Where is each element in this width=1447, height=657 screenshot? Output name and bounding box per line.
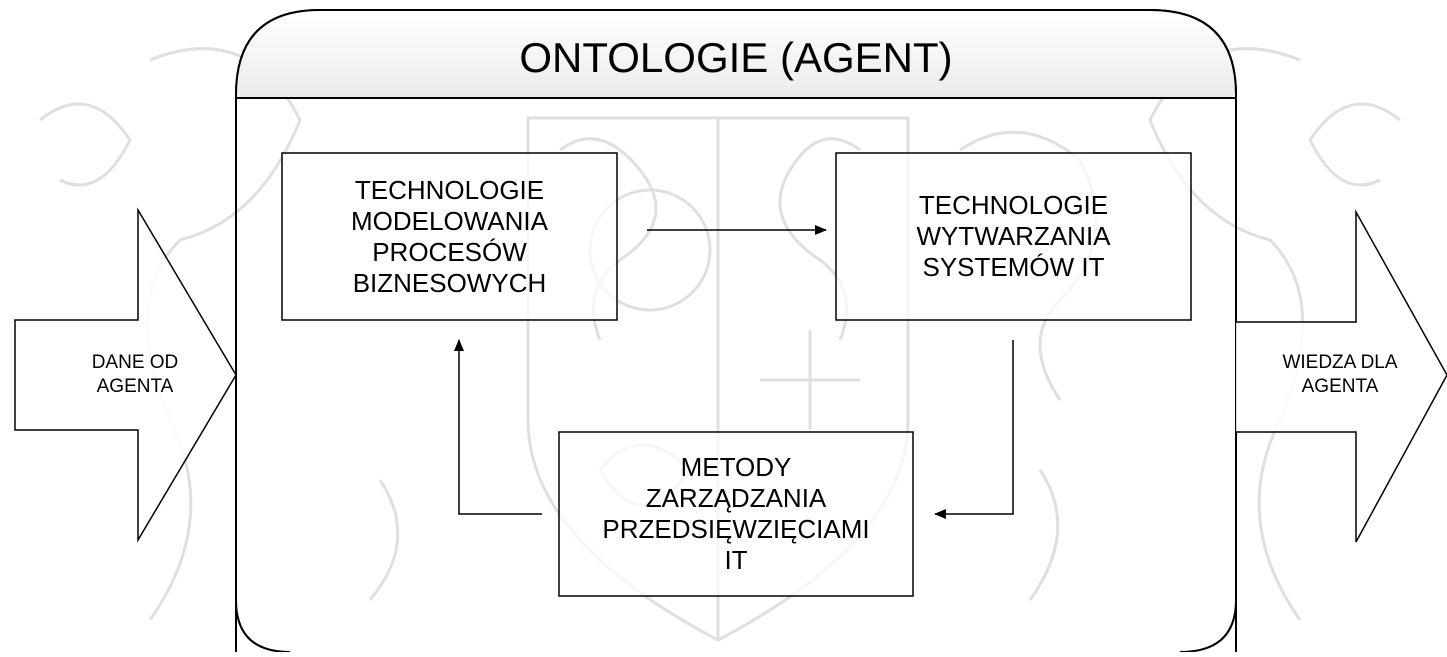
output-arrow-shape [1236, 209, 1447, 543]
output-arrow-label: WIEDZA DLA AGENTA [1282, 352, 1398, 397]
input-arrow-shape [14, 207, 237, 543]
ontology-container-bottom [235, 599, 1237, 653]
node-box-management [558, 431, 914, 597]
node-label-production: TECHNOLOGIE WYTWARZANIA SYSTEMÓW IT [916, 190, 1111, 282]
input-arrow-label: DANE OD AGENTA [91, 352, 179, 397]
edge-production-to-management [934, 340, 1014, 519]
edge-management-to-modeling [454, 339, 542, 515]
node-label-management: METODY ZARZĄDZANIA PRZEDSIĘWZIĘCIAMI IT [602, 452, 870, 575]
node-box-modeling [281, 152, 618, 321]
node-box-production [835, 152, 1192, 321]
node-label-modeling: TECHNOLOGIE MODELOWANIA PROCESÓW BIZNESO… [351, 174, 548, 298]
header-band [235, 9, 1237, 99]
diagram-title: ONTOLOGIE (AGENT) [519, 34, 953, 81]
